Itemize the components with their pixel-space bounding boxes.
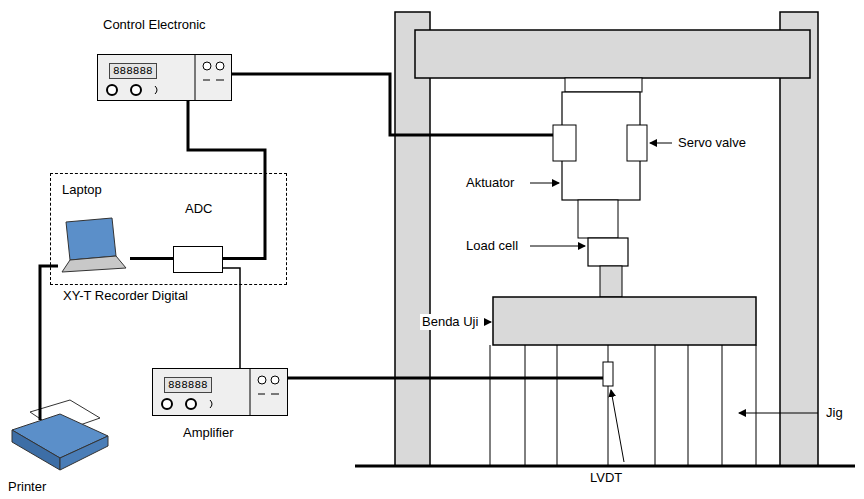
display-readout: 888888 [164, 377, 212, 393]
part-label: Jig [824, 405, 845, 421]
part-label: LVDT [588, 470, 624, 486]
signal-wire [188, 101, 265, 259]
display-readout: 888888 [109, 63, 157, 79]
device-label: Amplifier [183, 425, 234, 441]
device-label: XY-T Recorder Digital [63, 288, 188, 304]
device-label: ADC [185, 201, 212, 217]
device-box: ADC [173, 246, 223, 273]
part-label: Benda Uji [420, 314, 480, 330]
device-box: Laptop [58, 216, 130, 274]
part-label: Servo valve [676, 135, 748, 151]
device-label: Control Electronic [103, 17, 206, 33]
signal-wire [223, 268, 240, 368]
part-label: Aktuator [464, 175, 516, 191]
device-label: Printer [8, 479, 46, 495]
device-box: Printer [5, 395, 111, 473]
device-label: Laptop [62, 182, 102, 198]
device-box: 888888Amplifier [152, 368, 288, 416]
signal-wire [130, 257, 173, 260]
signal-wire [40, 266, 58, 420]
part-label: Load cell [464, 238, 520, 254]
group-box: XY-T Recorder DigitalLaptopADC [50, 173, 287, 285]
device-box: Control Electronic888888 [97, 54, 232, 101]
